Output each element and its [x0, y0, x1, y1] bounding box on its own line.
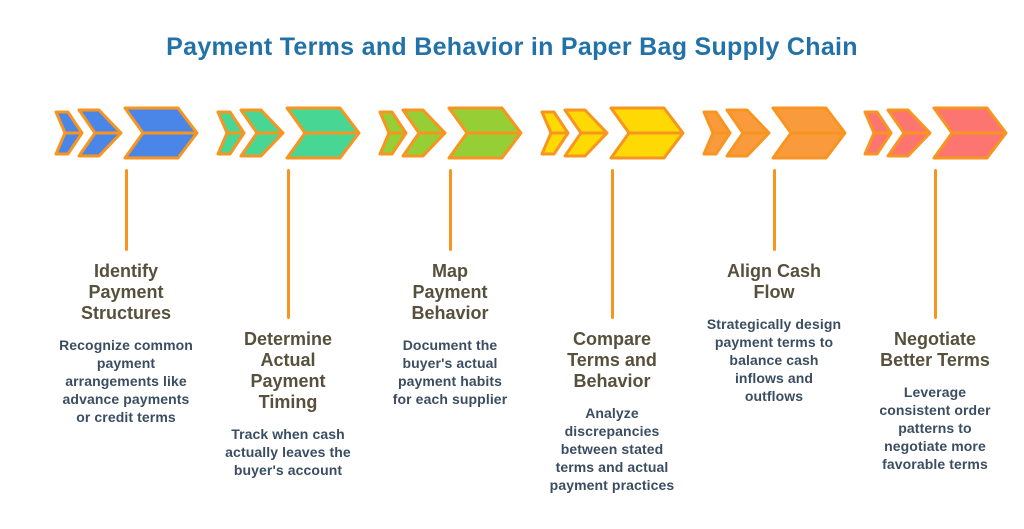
step-description: Recognize common payment arrangements li… [59, 337, 193, 425]
step-description: Document the buyer's actual payment habi… [392, 337, 508, 407]
step-column-map-payment-behavior: Map Payment Behavior Document the buyer'… [365, 105, 535, 408]
diagram-title: Payment Terms and Behavior in Paper Bag … [166, 33, 858, 61]
step-column-align-cash-flow: Align Cash Flow Strategically design pay… [689, 105, 859, 405]
step-column-negotiate-better-terms: Negotiate Better Terms Leverage consiste… [850, 105, 1020, 473]
chevron-arrows-icon [702, 106, 846, 160]
step-title: Identify Payment Structures [80, 261, 172, 323]
step-column-determine-actual-payment-timing: Determine Actual Payment Timing Track wh… [203, 105, 373, 479]
chevron-arrows-icon [54, 106, 198, 160]
step-title: Map Payment Behavior [411, 261, 489, 323]
step-column-compare-terms-and-behavior: Compare Terms and Behavior Analyze discr… [527, 105, 697, 494]
connector-line [124, 169, 128, 251]
step-title: Determine Actual Payment Timing [243, 329, 333, 412]
step-column-identify-payment-structures: Identify Payment Structures Recognize co… [41, 105, 211, 426]
step-description: Track when cash actually leaves the buye… [225, 426, 351, 478]
chevron-arrows-icon [216, 106, 360, 160]
connector-line [286, 169, 290, 319]
step-title: Compare Terms and Behavior [567, 329, 657, 391]
chevron-arrows-icon [540, 106, 684, 160]
connector-line [933, 169, 937, 319]
connector-line [610, 169, 614, 319]
connector-line [772, 169, 776, 251]
chevron-arrows-icon [863, 106, 1007, 160]
connector-line [448, 169, 452, 251]
step-description: Analyze discrepancies between stated ter… [549, 405, 675, 493]
chevron-arrows-icon [378, 106, 522, 160]
step-title: Align Cash Flow [726, 261, 821, 302]
step-description: Strategically design payment terms to ba… [706, 316, 842, 404]
step-description: Leverage consistent order patterns to ne… [879, 384, 991, 472]
step-title: Negotiate Better Terms [880, 329, 990, 370]
